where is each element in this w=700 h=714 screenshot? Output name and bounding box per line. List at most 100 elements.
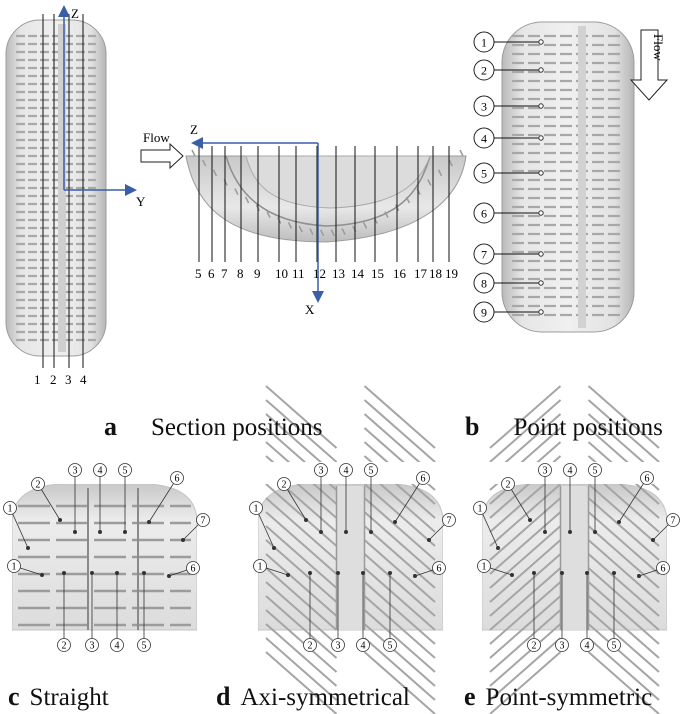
point-badge-3 — [331, 638, 345, 652]
point-badge-7 — [666, 513, 680, 527]
point-3 — [543, 530, 547, 534]
point-badge-8 — [473, 272, 495, 294]
point-5 — [369, 530, 373, 534]
point-2 — [308, 571, 312, 575]
diagonal-groove — [489, 637, 562, 701]
point-badge-2 — [473, 59, 495, 81]
caption-b-letter: b — [465, 412, 480, 441]
point-badge-6 — [186, 561, 200, 575]
point-2 — [304, 518, 308, 522]
diagonal-groove — [489, 497, 562, 561]
sidewall-cut — [266, 211, 271, 218]
sidewall-cut — [287, 222, 293, 229]
point-7 — [427, 538, 431, 542]
point-leader-6 — [618, 477, 648, 523]
sidewall-cut — [319, 229, 325, 237]
point-2 — [58, 518, 62, 522]
section-label-19: 19 — [445, 266, 458, 281]
point-label-1: 1 — [8, 504, 13, 515]
point-badge-6 — [473, 202, 495, 224]
point-label-5: 5 — [388, 641, 393, 652]
diagonal-groove — [587, 567, 660, 631]
point-2 — [528, 518, 532, 522]
section-label-4: 4 — [80, 372, 87, 387]
sidewall-cut — [427, 179, 432, 186]
diagonal-groove — [363, 623, 436, 687]
diagonal-groove — [265, 399, 338, 463]
point-label-2: 2 — [308, 641, 313, 652]
axis-label-y: Y — [136, 194, 146, 209]
point-badge-6 — [170, 471, 184, 485]
point-1 — [286, 573, 290, 577]
sidewall-cut — [234, 188, 239, 195]
point-1 — [40, 573, 44, 577]
diagonal-groove — [363, 595, 436, 659]
diagonal-groove — [363, 399, 436, 463]
section-label-3: 3 — [65, 372, 72, 387]
point-badge-1 — [473, 501, 487, 515]
point-badge-2 — [527, 638, 541, 652]
point-2 — [532, 571, 536, 575]
diagonal-groove — [265, 539, 338, 603]
section-label-16: 16 — [393, 266, 407, 281]
diagonal-groove — [265, 567, 338, 631]
point-badge-2 — [57, 638, 71, 652]
point-badge-6 — [416, 471, 430, 485]
flow-label-a: Flow — [143, 130, 170, 145]
point-badge-3 — [538, 463, 552, 477]
point-leader-1 — [479, 507, 499, 549]
point-1 — [538, 39, 544, 45]
diagonal-groove — [587, 553, 660, 617]
edge-mask — [470, 460, 482, 635]
point-4 — [361, 571, 365, 575]
point-label-5: 5 — [123, 466, 128, 477]
point-badge-5 — [383, 638, 397, 652]
point-label-7: 7 — [481, 248, 487, 262]
diagonal-groove — [587, 595, 660, 659]
point-leader-2 — [507, 483, 531, 521]
point-badge-5 — [473, 162, 495, 184]
axis-label-z-front: Z — [71, 6, 79, 21]
sidewall-cut — [362, 222, 368, 229]
point-label-3: 3 — [481, 100, 487, 114]
point-badge-1 — [249, 501, 263, 515]
point-leader-6 — [394, 477, 424, 523]
diagonal-groove — [489, 609, 562, 673]
diagonal-groove — [363, 385, 436, 449]
point-badge-4 — [580, 638, 594, 652]
point-label-4: 4 — [585, 641, 590, 652]
caption-d-title: Axi-symmetrical — [240, 684, 410, 711]
diagonal-groove — [363, 553, 436, 617]
point-badge-1 — [3, 501, 17, 515]
point-3 — [90, 571, 94, 575]
point-label-2: 2 — [36, 480, 41, 491]
diagonal-groove — [363, 497, 436, 561]
point-3 — [319, 530, 323, 534]
point-leader-2 — [37, 483, 61, 521]
point-5 — [123, 530, 127, 534]
point-7 — [651, 538, 655, 542]
diagonal-groove — [265, 385, 338, 449]
diagonal-groove — [265, 651, 338, 714]
diagonal-groove — [265, 511, 338, 575]
point-label-1: 1 — [258, 562, 263, 573]
point-label-5: 5 — [369, 466, 374, 477]
point-4 — [98, 530, 102, 534]
point-3 — [336, 571, 340, 575]
point-badge-5 — [137, 638, 151, 652]
diagonal-groove — [363, 525, 436, 589]
point-label-5: 5 — [593, 466, 598, 477]
diagonal-groove — [587, 651, 660, 714]
point-8 — [538, 280, 544, 286]
point-badge-2 — [303, 638, 317, 652]
sidewall-cut — [191, 149, 196, 157]
point-1 — [510, 573, 514, 577]
diagonal-groove — [587, 497, 660, 561]
point-badge-4 — [93, 463, 107, 477]
point-badge-2 — [277, 477, 291, 491]
edge-mask — [0, 460, 12, 635]
diagonal-groove — [265, 483, 338, 547]
diagonal-groove — [363, 539, 436, 603]
point-badge-4 — [110, 638, 124, 652]
